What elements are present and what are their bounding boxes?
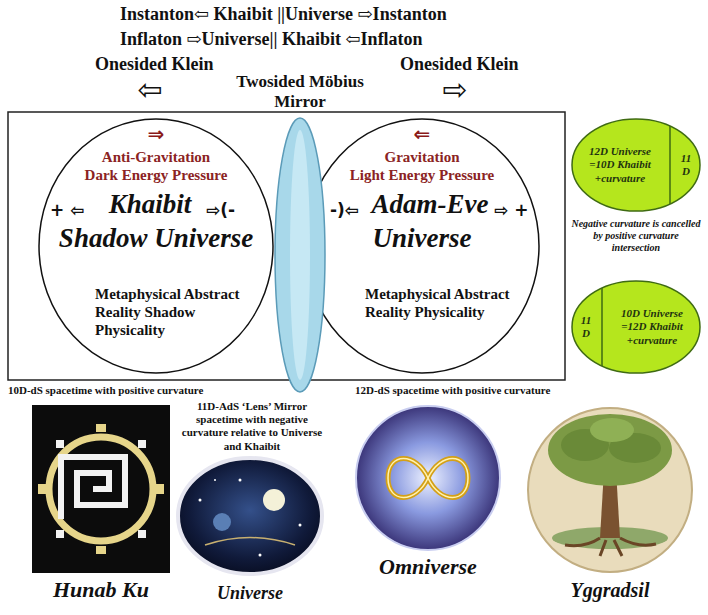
node-text: Adam-Eve xyxy=(340,188,520,220)
curvature-sign: ⇨ + xyxy=(494,200,528,220)
green-disc xyxy=(572,119,700,211)
spacetime-caption: 10D-dS spacetime with positive curvature xyxy=(8,384,203,397)
chord-line xyxy=(601,288,603,366)
hunab-ku-picture-part xyxy=(61,457,125,519)
hunab-ku-picture-part xyxy=(156,484,164,494)
yggdrasil-picture-part xyxy=(590,418,634,442)
hunab-ku-picture-part xyxy=(138,530,146,538)
curvature-disc: 11 D 10D Universe =12D Khaibit +curvature xyxy=(570,280,702,374)
hunab-ku-picture-part xyxy=(38,484,46,494)
node-text: Gravitation xyxy=(322,148,522,166)
node-text: Dark Energy Pressure xyxy=(56,166,256,184)
universe-picture-part xyxy=(299,524,302,527)
omniverse-picture xyxy=(356,406,500,550)
universe-picture-part xyxy=(178,458,322,574)
universe-picture-part xyxy=(213,513,231,531)
node-text: 10D Universe =12D Khaibit +curvature xyxy=(612,307,692,347)
yggdrasil-picture-part xyxy=(565,538,656,556)
omniverse-picture-part xyxy=(356,406,500,550)
universe-picture-part xyxy=(263,489,285,511)
pressure-arrow: ⇐ xyxy=(414,122,431,146)
mirror-lens: Twosided Möbius Mirror xyxy=(225,72,375,394)
node-text: Anti-Gravitation xyxy=(56,148,256,166)
node-text: Metaphysical Abstract Reality Shadow Phy… xyxy=(95,285,240,339)
universe-picture xyxy=(178,458,322,574)
hunab-ku-picture xyxy=(32,405,170,573)
omniverse-picture-part xyxy=(388,459,468,498)
hunab-ku-picture-part xyxy=(49,437,153,541)
node-text: 12D Universe =10D Khaibit +curvature xyxy=(580,145,660,185)
outline-arrow: ⇨ xyxy=(442,72,467,108)
node-text: Twosided Möbius Mirror xyxy=(225,72,375,113)
node-text: Universe xyxy=(312,222,532,254)
node-text: Shadow Universe xyxy=(46,222,266,254)
curvature-disc: 12D Universe =10D Khaibit +curvature 11 D xyxy=(570,118,702,212)
mirror-lens-outline xyxy=(225,72,375,394)
picture-caption: Omniverse xyxy=(379,554,477,580)
yggdrasil-picture-part xyxy=(548,414,672,486)
curvature-sign: -)⇦ xyxy=(330,200,359,220)
pressure-arrow: ⇒ xyxy=(148,122,165,146)
node-text: 11 D xyxy=(676,152,696,178)
picture-caption: Universe xyxy=(217,583,283,605)
hunab-ku-picture-part xyxy=(138,440,146,448)
circle-outline xyxy=(39,119,273,373)
green-disc xyxy=(572,281,700,373)
chord-line xyxy=(669,126,671,204)
spacetime-caption: 12D-dS spacetime with positive curvature xyxy=(355,384,550,397)
heading-line: Inflaton ⇨Universe|| Khaibit ⇦Inflaton xyxy=(120,29,423,51)
universe-picture-part xyxy=(199,499,202,502)
shadow-universe-circle: Anti-GravitationDark Energy PressureKhai… xyxy=(38,118,274,374)
universe-picture-part xyxy=(259,554,262,557)
omniverse-picture-part xyxy=(388,459,468,498)
hunab-ku-picture-part xyxy=(32,405,170,573)
adam-eve-universe-circle: GravitationLight Energy PressureAdam-Eve… xyxy=(304,118,540,374)
universe-picture-part xyxy=(214,479,216,481)
yggdrasil-picture xyxy=(528,408,692,572)
note-text: Negative curvature is cancelled by posit… xyxy=(569,218,703,254)
spacetime-caption: 11D-AdS ‘Lens’ Mirror spacetime with neg… xyxy=(177,400,327,453)
circle-outline xyxy=(305,119,539,373)
hunab-ku-picture-part xyxy=(96,546,106,554)
node-text: Light Energy Pressure xyxy=(322,166,522,184)
hunab-ku-picture-part xyxy=(56,530,64,538)
curvature-sign: ⇨(- xyxy=(206,200,235,220)
heading-line: Instanton⇦ Khaibit ||Universe ⇨Instanton xyxy=(120,4,447,26)
curvature-sign: + ⇦ xyxy=(50,200,84,220)
picture-caption: Yggradsil xyxy=(571,578,650,602)
hunab-ku-picture-part xyxy=(96,424,106,432)
outline-arrow: ⇦ xyxy=(137,72,162,108)
node-text: Metaphysical Abstract Reality Physicalit… xyxy=(365,285,510,321)
node-text: 11 D xyxy=(576,314,596,340)
hunab-ku-picture-part xyxy=(56,440,64,448)
universe-picture-part xyxy=(205,538,295,546)
yggdrasil-picture-part xyxy=(528,408,692,572)
lens-outline xyxy=(275,118,325,392)
picture-caption: Hunab Ku xyxy=(53,577,149,603)
lens-highlight xyxy=(290,130,310,380)
universe-picture-part xyxy=(239,479,242,482)
